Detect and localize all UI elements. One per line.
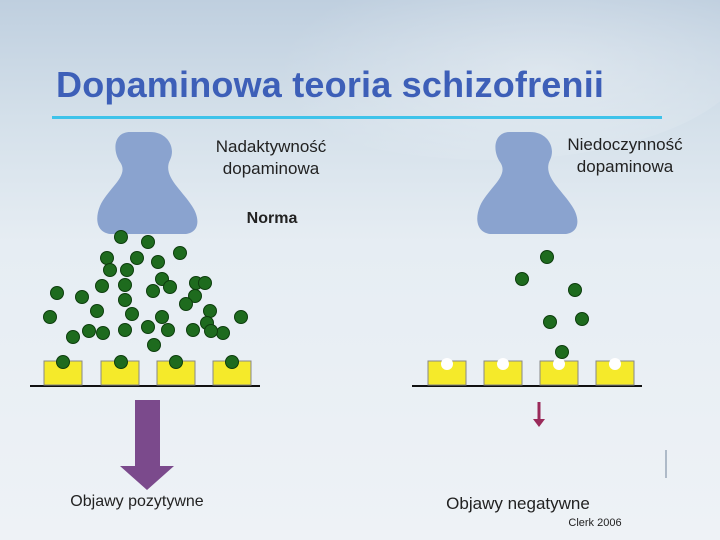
dopamine-molecule [179,297,193,311]
dopamine-molecule [186,323,200,337]
dopamine-molecule [204,324,218,338]
dopamine-molecule [198,276,212,290]
dopamine-molecule [146,284,160,298]
dopamine-molecule [555,345,569,359]
positive-symptoms-arrow [120,400,174,490]
presynaptic-terminal-left [97,132,198,234]
empty-binding-site [609,358,621,370]
title-underline [52,116,662,119]
dopamine-molecule [56,355,70,369]
dopamine-molecule [114,355,128,369]
dopamine-molecule [118,323,132,337]
positive-symptoms-label: Objawy pozytywne [70,493,204,510]
dopamine-molecule [118,293,132,307]
dopamine-molecule [100,251,114,265]
presynaptic-terminal-right [477,132,578,234]
dopamine-molecule [66,330,80,344]
receptor [212,360,252,386]
norm-label: Norma [246,210,298,227]
dopamine-molecule [169,355,183,369]
dopamine-molecule [95,279,109,293]
slide-title: Dopaminowa teoria schizofrenii [56,64,605,105]
dopamine-molecules-left [43,230,248,369]
dopamine-molecule [543,315,557,329]
hyperactivity-label: Nadaktywność dopaminowa [215,137,327,178]
dopamine-molecule [575,312,589,326]
empty-binding-site [497,358,509,370]
dopamine-molecule [155,310,169,324]
empty-binding-site [553,358,565,370]
dopamine-molecule [120,263,134,277]
dopamine-molecule [90,304,104,318]
dopamine-molecules-right [515,250,589,359]
dopamine-molecule [82,324,96,338]
dopamine-molecule [161,323,175,337]
dopamine-molecule [203,304,217,318]
receptor [100,360,140,386]
empty-binding-site [441,358,453,370]
dopamine-molecule [114,230,128,244]
dopamine-molecule [75,290,89,304]
dopamine-molecule [43,310,57,324]
dopamine-molecule [141,235,155,249]
dopamine-molecule [96,326,110,340]
dopamine-molecule [515,272,529,286]
dopamine-molecule [125,307,139,321]
dopamine-molecule [216,326,230,340]
dopamine-molecule [103,263,117,277]
dopamine-molecule [130,251,144,265]
dopamine-molecule [118,278,132,292]
dopamine-molecule [151,255,165,269]
citation: Clerk 2006 [568,517,622,529]
dopamine-molecule [50,286,64,300]
negative-symptoms-label: Objawy negatywne [446,494,590,513]
negative-symptoms-arrow [533,402,545,427]
dopamine-molecule [163,280,177,294]
dopamine-molecule [173,246,187,260]
dopamine-molecule [234,310,248,324]
receptor-group-right [427,358,635,386]
dopamine-molecule [568,283,582,297]
dopamine-molecule [540,250,554,264]
dopamine-molecule [147,338,161,352]
dopamine-molecule [188,289,202,303]
receptor-group-left [43,360,252,386]
hypoactivity-label: Niedoczynność dopaminowa [567,135,683,176]
dopamine-molecule [225,355,239,369]
dopamine-molecule [141,320,155,334]
